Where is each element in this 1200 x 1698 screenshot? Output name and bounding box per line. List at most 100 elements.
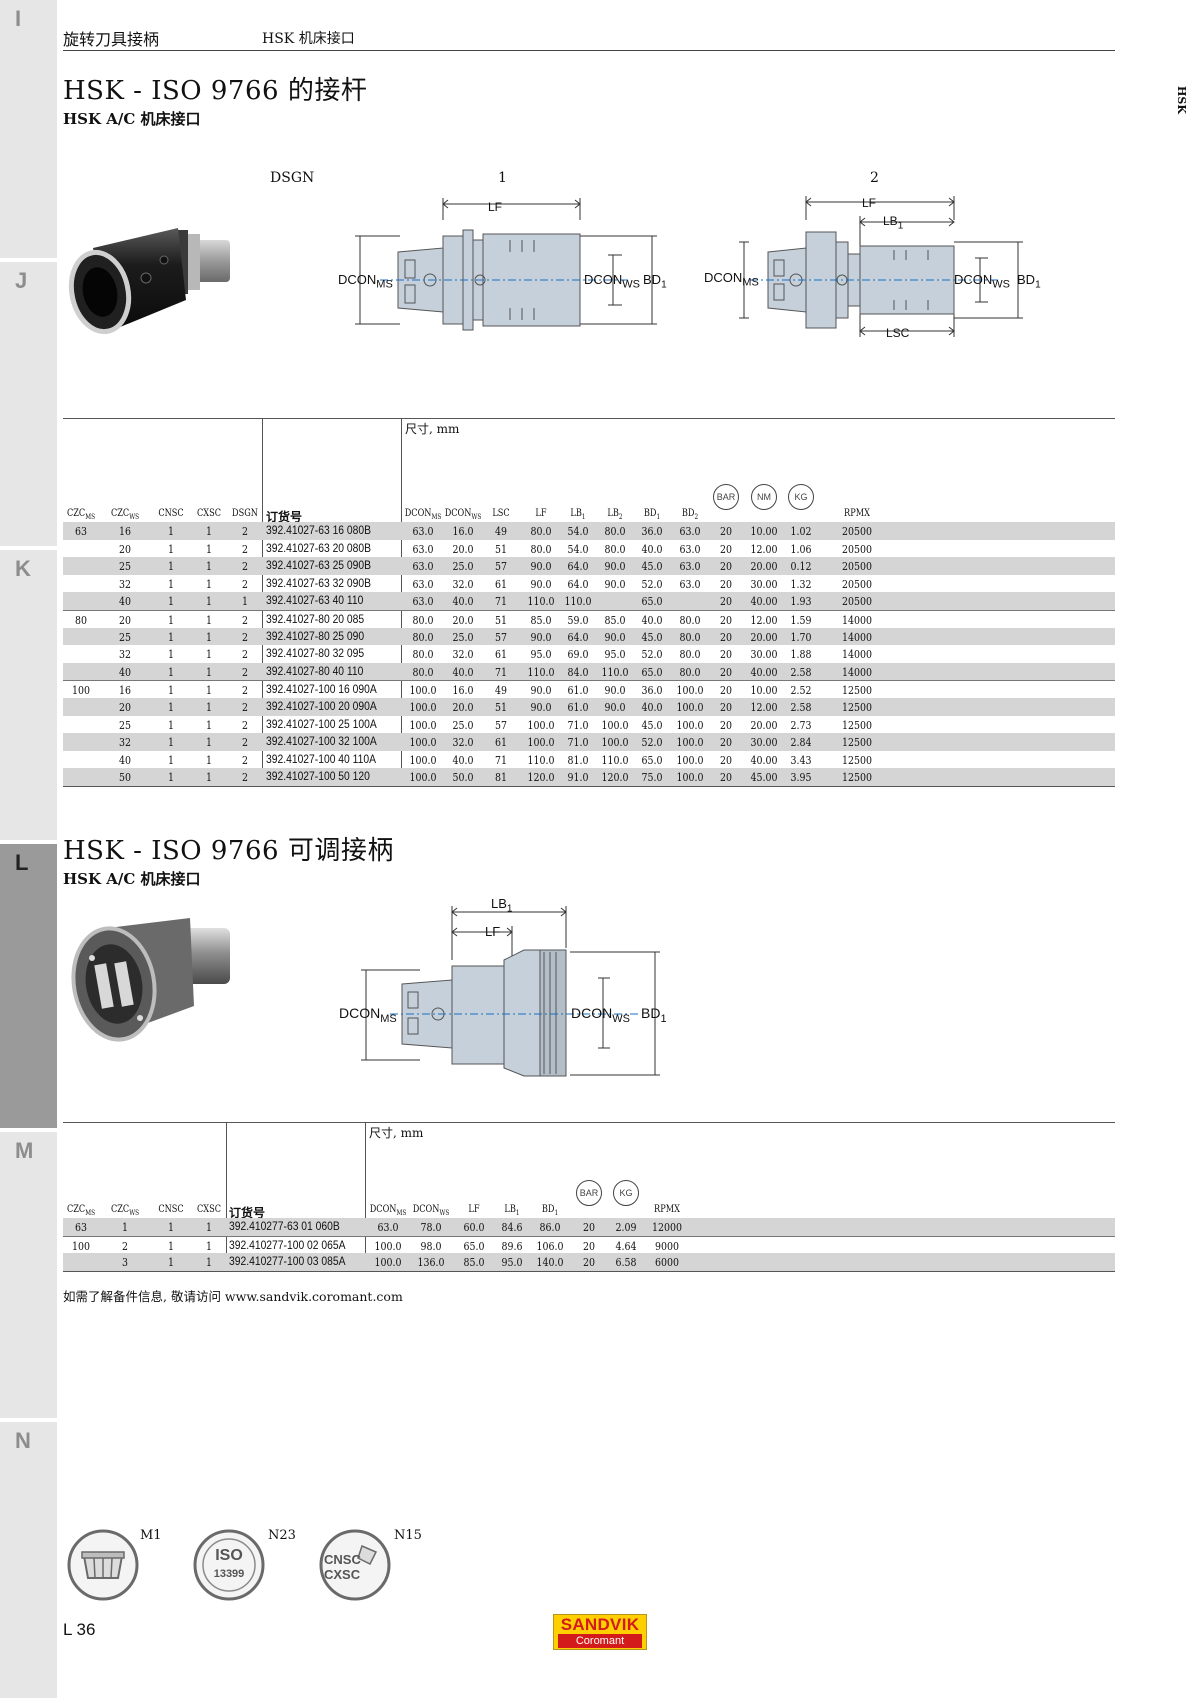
tab-n[interactable]: N [15, 1428, 31, 1453]
tab-j[interactable]: J [15, 268, 28, 293]
table-cell: 14000 [841, 647, 873, 662]
table-cell: 50 [118, 770, 131, 785]
table-cell: 61.0 [567, 683, 589, 698]
table-cell: 6000 [654, 1255, 680, 1270]
lb1-label-3: LB1 [491, 896, 513, 915]
table-cell: 2.84 [790, 735, 812, 750]
table-cell: 63.0 [412, 576, 434, 591]
table-cell: 90.0 [604, 576, 626, 591]
header-subcategory: HSK 机床接口 [262, 31, 355, 47]
table-cell: 57 [494, 559, 507, 574]
badge-iso: ISO 13399 [192, 1528, 266, 1606]
tab-divider [0, 546, 57, 550]
table-cell: 80.0 [412, 664, 434, 679]
table-cell: 61 [494, 576, 507, 591]
table-cell: 1 [205, 683, 212, 698]
column-header: LF [468, 1204, 480, 1215]
table-cell: 136.0 [417, 1255, 445, 1270]
table-cell: 100.0 [676, 683, 704, 698]
table-cell: 20 [719, 629, 732, 644]
table-cell: 1 [205, 594, 212, 609]
tab-l-active[interactable]: L [0, 844, 57, 1128]
table-cell: 69.0 [567, 647, 589, 662]
table-cell: 2 [241, 524, 248, 538]
table-cell: 80.0 [679, 613, 701, 627]
table-cell: 2 [241, 576, 248, 591]
table-cell: 120.0 [527, 770, 555, 785]
tab-k[interactable]: K [15, 556, 31, 581]
table-cell: 110.0 [601, 752, 629, 767]
table-cell: 20 [719, 524, 732, 538]
lsc-label-2: LSC [886, 326, 910, 340]
column-header: LSC [492, 508, 510, 519]
table-cell: 100.0 [409, 770, 437, 785]
table-cell: 78.0 [420, 1220, 442, 1234]
table-cell: 75.0 [641, 770, 663, 785]
table-cell: 110.0 [564, 594, 592, 609]
table-cell: 63.0 [679, 576, 701, 591]
column-header: DCONWS [444, 508, 482, 521]
table-cell: 1 [167, 683, 174, 698]
table-cell: 45.0 [641, 717, 663, 732]
table-cell: 100.0 [676, 752, 704, 767]
table-cell: 25.0 [452, 717, 474, 732]
table-cell: 20.00 [750, 717, 778, 732]
column-header: LF [535, 508, 547, 519]
table-cell: 86.0 [539, 1220, 561, 1234]
column-header: 订货号 [229, 1206, 266, 1220]
column-header: DCONMS [404, 508, 442, 521]
column-header: CXSC [196, 1204, 222, 1215]
table-cell: 40.0 [641, 700, 663, 714]
table-cell: 1.02 [790, 524, 812, 538]
table-cell: 1 [205, 629, 212, 644]
table-cell: 80.0 [530, 541, 552, 556]
table-cell: 65.0 [641, 594, 663, 609]
table-cell: 20 [719, 541, 732, 556]
tab-divider [0, 1128, 57, 1132]
spare-parts-footnote: 如需了解备件信息, 敬请访问 www.sandvik.coromant.com [63, 1289, 403, 1304]
table-cell: 2 [241, 664, 248, 679]
table-cell: 110.0 [527, 594, 555, 609]
table-cell: 20 [719, 717, 732, 732]
table-cell: 100.0 [676, 770, 704, 785]
table-cell: 100.0 [601, 717, 629, 732]
table-cell: 20 [719, 594, 732, 609]
table-cell: 64.0 [567, 559, 589, 574]
table-cell: 1 [167, 1255, 174, 1270]
table-cell: 61 [494, 647, 507, 662]
table-cell: 3 [121, 1255, 128, 1270]
table-cell: 1 [167, 594, 174, 609]
tab-i[interactable]: I [15, 6, 22, 31]
badge-cnsc: CNSC CXSC [318, 1528, 392, 1606]
order-code-cell: 392.41027-63 40 110 [266, 593, 364, 608]
table-cell: 60.0 [463, 1220, 485, 1234]
column-header: DSGN [232, 508, 258, 519]
table-cell: 71 [494, 752, 507, 767]
table-cell: 80.0 [530, 524, 552, 538]
table-cell: 20.0 [452, 541, 474, 556]
header-category: 旋转刀具接柄 [63, 30, 160, 49]
tab-m[interactable]: M [15, 1138, 34, 1163]
table-cell: 40.0 [641, 541, 663, 556]
table-cell: 57 [494, 717, 507, 732]
table-cell: 84.6 [501, 1220, 523, 1234]
